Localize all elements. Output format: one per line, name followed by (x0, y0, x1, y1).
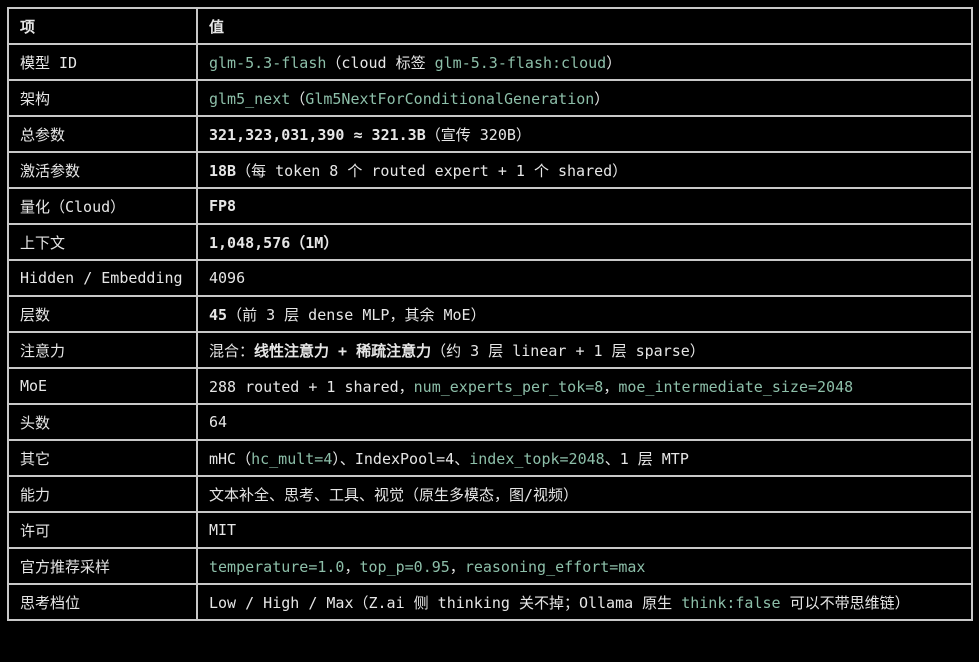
header-value: 值 (196, 7, 973, 45)
value-text: ， (344, 557, 360, 576)
value-text: 45 (209, 305, 228, 324)
inline-code: hc_mult=4 (251, 449, 333, 468)
row-key: 上下文 (7, 223, 198, 261)
value-text: Low / High / Max（Z.ai 侧 thinking 关不掉；Oll… (209, 593, 682, 612)
value-text: 线性注意力 + 稀疏注意力 (254, 341, 432, 360)
inline-code: Glm5NextForConditionalGeneration (305, 89, 595, 108)
value-text: ）、IndexPool=4、 (332, 449, 470, 468)
row-value: Low / High / Max（Z.ai 侧 thinking 关不掉；Oll… (196, 583, 973, 621)
row-value: glm5_next（Glm5NextForConditionalGenerati… (196, 79, 973, 117)
row-key: 激活参数 (7, 151, 198, 189)
value-text: 文本补全、思考、工具、视觉（原生多模态，图/视频） (209, 485, 579, 504)
value-text: 64 (209, 413, 228, 431)
row-key: MoE (7, 367, 198, 405)
inline-code: glm5_next (209, 89, 291, 108)
row-key: 量化（Cloud） (7, 187, 198, 225)
value-text: 18B (209, 161, 237, 180)
table-row: 许可 MIT (7, 511, 973, 549)
row-key: 模型 ID (7, 43, 198, 81)
row-key: Hidden / Embedding (7, 259, 198, 297)
inline-code: temperature=1.0 (209, 557, 345, 576)
table-row: 思考档位 Low / High / Max（Z.ai 侧 thinking 关不掉… (7, 583, 973, 621)
row-key: 总参数 (7, 115, 198, 153)
row-key: 注意力 (7, 331, 198, 369)
value-text: （ (290, 89, 306, 108)
value-text: 288 routed + 1 shared， (209, 377, 414, 396)
inline-code: top_p=0.95 (359, 557, 450, 576)
row-value: 18B（每 token 8 个 routed expert + 1 个 shar… (196, 151, 973, 189)
value-text: ） (594, 89, 610, 108)
row-key: 思考档位 (7, 583, 198, 621)
row-key: 架构 (7, 79, 198, 117)
row-key: 其它 (7, 439, 198, 477)
value-text: （宣传 320B） (425, 125, 531, 144)
inline-code: glm-5.3-flash:cloud (434, 53, 607, 72)
row-value: 4096 (196, 259, 973, 297)
value-text: ， (449, 557, 465, 576)
value-text: 321,323,031,390 ≈ 321.3B (209, 125, 426, 144)
row-value: FP8 (196, 187, 973, 225)
row-value: 64 (196, 403, 973, 441)
row-value: 混合：线性注意力 + 稀疏注意力（约 3 层 linear + 1 层 spar… (196, 331, 973, 369)
value-text: 4096 (209, 269, 246, 287)
value-text: （前 3 层 dense MLP，其余 MoE） (227, 305, 486, 324)
row-key: 官方推荐采样 (7, 547, 198, 585)
inline-code: num_experts_per_tok=8 (413, 377, 604, 396)
value-text: （cloud 标签 (326, 53, 435, 72)
inline-code: reasoning_effort=max (464, 557, 646, 576)
table-row: 上下文 1,048,576（1M） (7, 223, 973, 261)
value-text: 、1 层 MTP (604, 449, 689, 468)
value-text: ， (603, 377, 619, 396)
row-value: 文本补全、思考、工具、视觉（原生多模态，图/视频） (196, 475, 973, 513)
value-text: ） (606, 53, 622, 72)
row-value: 321,323,031,390 ≈ 321.3B（宣传 320B） (196, 115, 973, 153)
row-value: glm-5.3-flash（cloud 标签 glm-5.3-flash:clo… (196, 43, 973, 81)
table-row: Hidden / Embedding 4096 (7, 259, 973, 297)
row-value: 1,048,576（1M） (196, 223, 973, 261)
value-text: 混合： (209, 341, 255, 360)
value-text: mHC（ (209, 449, 252, 468)
inline-code: glm-5.3-flash (209, 53, 327, 72)
row-key: 头数 (7, 403, 198, 441)
row-key: 能力 (7, 475, 198, 513)
value-text: （约 3 层 linear + 1 层 sparse） (431, 341, 705, 360)
table-row: 量化（Cloud） FP8 (7, 187, 973, 225)
row-value: 45（前 3 层 dense MLP，其余 MoE） (196, 295, 973, 333)
inline-code: index_topk=2048 (469, 449, 605, 468)
table-row: 能力文本补全、思考、工具、视觉（原生多模态，图/视频） (7, 475, 973, 513)
row-key: 层数 (7, 295, 198, 333)
inline-code: think:false (681, 593, 781, 612)
row-value: 288 routed + 1 shared，num_experts_per_to… (196, 367, 973, 405)
row-value: mHC（hc_mult=4）、IndexPool=4、index_topk=20… (196, 439, 973, 477)
table-header-row: 项 值 (7, 7, 973, 45)
value-text: （每 token 8 个 routed expert + 1 个 shared） (236, 161, 628, 180)
value-text: MIT (209, 521, 237, 539)
value-text: FP8 (209, 197, 237, 215)
value-text: 可以不带思维链） (780, 593, 910, 612)
value-text: 1,048,576（1M） (209, 233, 339, 252)
table-row: 注意力混合：线性注意力 + 稀疏注意力（约 3 层 linear + 1 层 s… (7, 331, 973, 369)
header-key: 项 (7, 7, 198, 45)
row-value: MIT (196, 511, 973, 549)
row-value: temperature=1.0，top_p=0.95，reasoning_eff… (196, 547, 973, 585)
row-key: 许可 (7, 511, 198, 549)
inline-code: moe_intermediate_size=2048 (618, 377, 854, 396)
table-row: 头数 64 (7, 403, 973, 441)
